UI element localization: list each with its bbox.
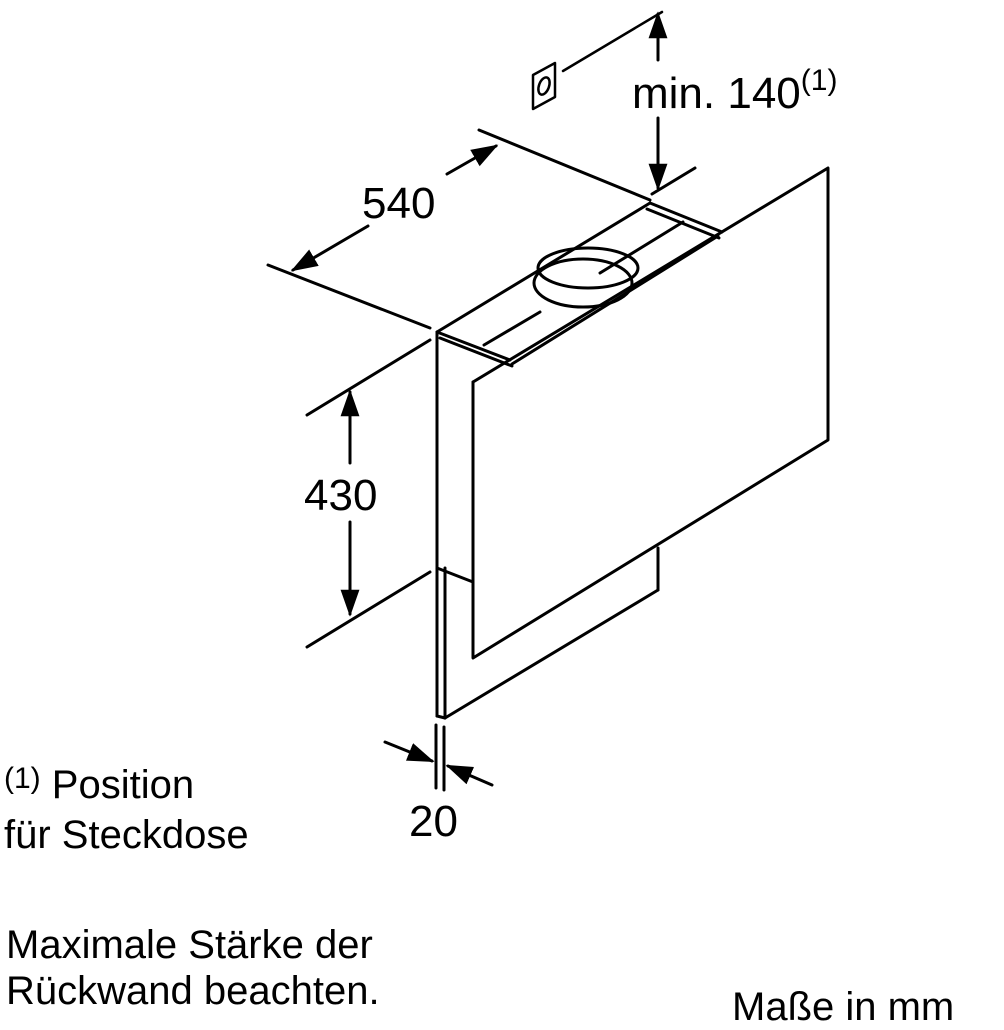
duct-collar-top [536,246,640,290]
wall-thickness-warning: Maximale Stärke der Rückwand beachten. [6,922,380,1014]
power-socket-icon [531,10,664,111]
warning-line-1: Maximale Stärke der [6,923,373,967]
dim-width [266,128,652,330]
dim-thickness [383,723,494,792]
dim-label-socket-clearance: min. 140(1) [632,66,837,118]
footnote-marker: (1) [4,762,41,795]
dim-label-width: 540 [362,179,436,228]
body-bottom-edge [443,588,660,720]
footnote-line-2: für Steckdose [4,813,249,857]
footnote: (1) Position für Steckdose [4,762,249,858]
dim-value: min. 140 [632,69,801,118]
dim-label-thickness: 20 [409,797,458,846]
footnote-ref: (1) [800,64,838,97]
dim-height [305,338,432,649]
hood-body [435,166,830,720]
units-note: Maße in mm [732,985,955,1029]
footnote-line-1: (1) Position [4,762,249,812]
footnote-text: Position [51,763,195,807]
warning-line-2: Rückwand beachten. [6,969,380,1013]
front-glass-panel [471,166,830,660]
duct-collar-bottom [532,257,634,309]
dim-socket-clearance [648,11,697,196]
duct-box [435,201,724,366]
dim-label-height: 430 [304,471,378,520]
